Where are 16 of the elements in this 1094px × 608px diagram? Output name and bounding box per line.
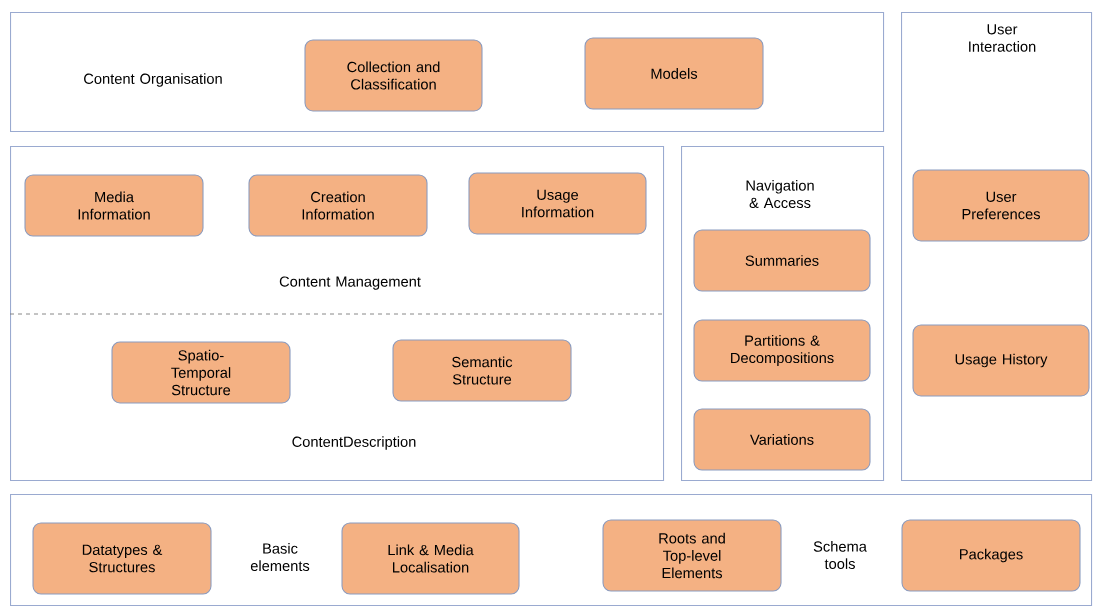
- component-box: Datatypes & Structures: [32, 522, 212, 595]
- component-box: Creation Information: [248, 174, 428, 237]
- component-box: Semantic Structure: [392, 339, 572, 402]
- component-box: Usage History: [912, 324, 1090, 397]
- component-box: Media Information: [24, 174, 204, 237]
- component-box: Models: [584, 37, 764, 110]
- component-box: Spatio-Temporal Structure: [111, 341, 291, 404]
- component-box: User Preferences: [912, 169, 1090, 242]
- component-box: Summaries: [693, 229, 871, 292]
- component-box: Collection and Classification: [304, 39, 483, 112]
- component-box: Packages: [901, 519, 1081, 592]
- component-box: Link & Media Localisation: [341, 522, 520, 595]
- component-box: Usage Information: [468, 172, 647, 235]
- component-box: Variations: [693, 408, 871, 471]
- component-box: Partitions & Decompositions: [693, 319, 871, 382]
- component-box: Roots and Top-level Elements: [602, 519, 782, 592]
